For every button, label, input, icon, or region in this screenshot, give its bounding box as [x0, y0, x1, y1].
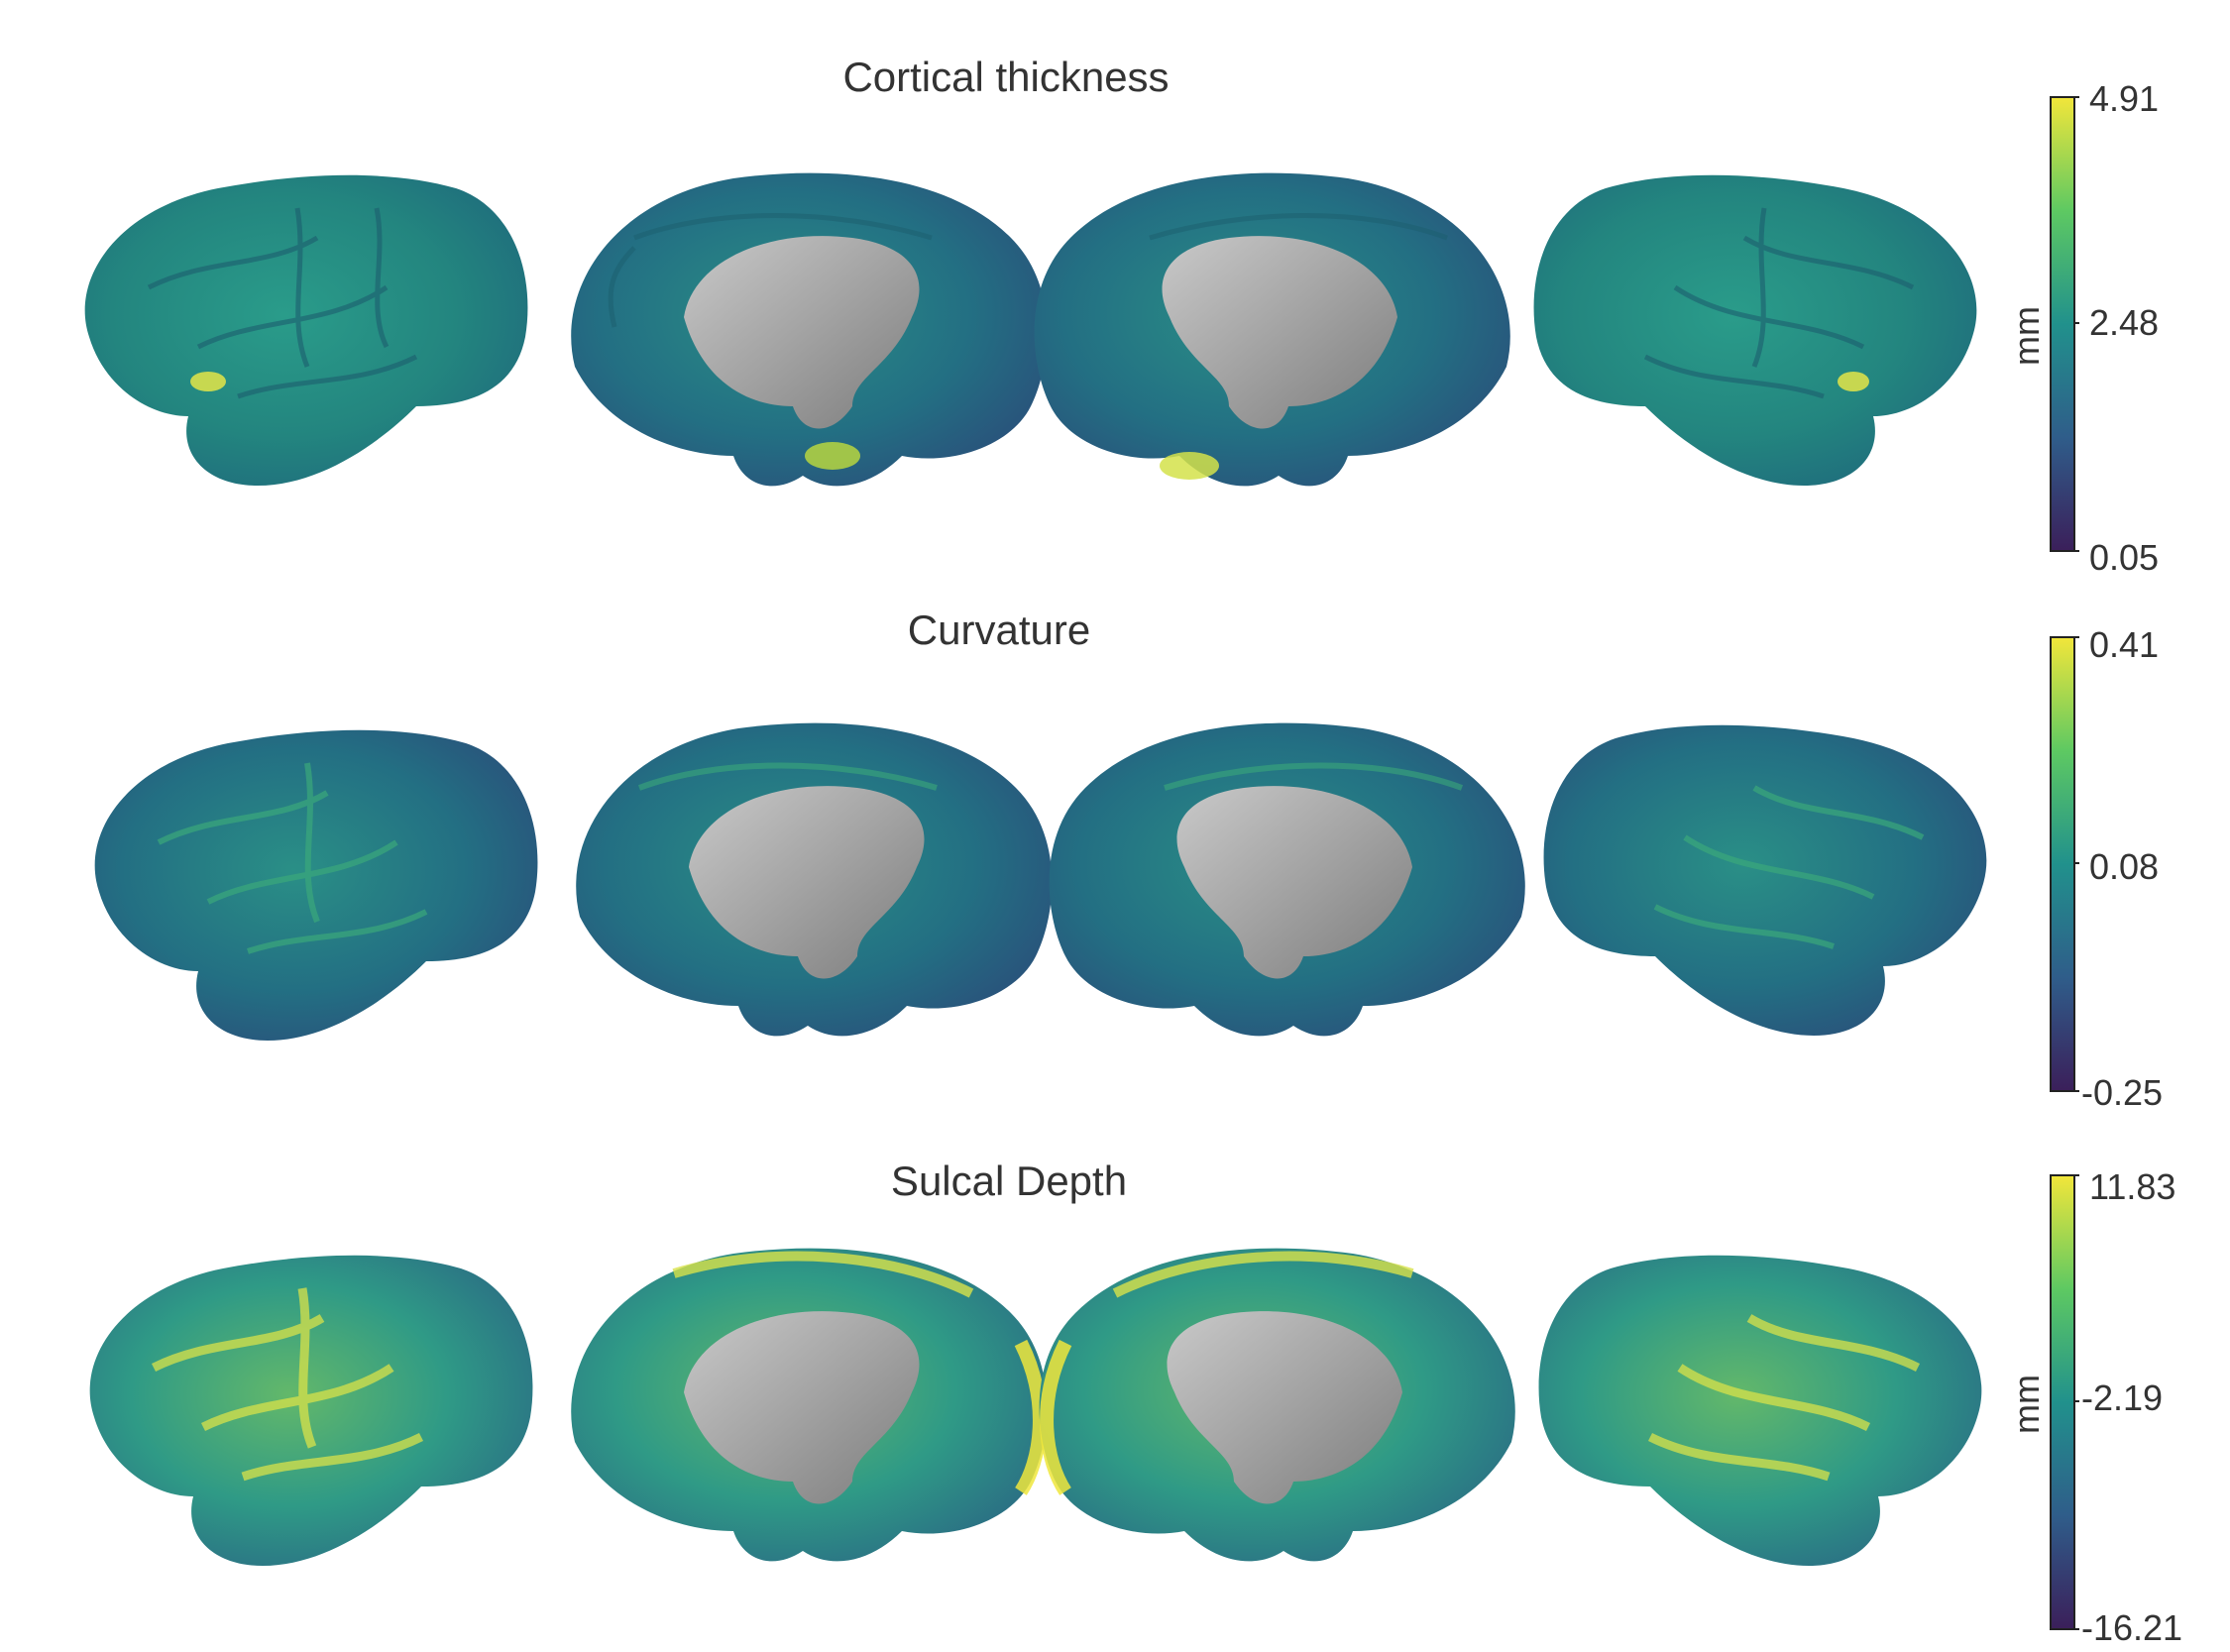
medial-left-hemisphere: [571, 1248, 1048, 1562]
panel-title: Curvature: [907, 606, 1091, 653]
colorbar-min-label: -0.25: [2081, 1072, 2164, 1113]
lateral-right-hemisphere: [1538, 1255, 1982, 1566]
colorbar-unit-label: mm: [2005, 1375, 2047, 1434]
colorbar-min-label: -16.21: [2081, 1607, 2183, 1648]
colorbar-mid-label: -2.19: [2081, 1377, 2164, 1418]
lateral-left-hemisphere: [94, 729, 538, 1041]
medial-left-hemisphere: [576, 722, 1053, 1037]
lateral-right-hemisphere: [1543, 724, 1987, 1036]
brain-views: [89, 1248, 1982, 1566]
colorbar-mid-label: 2.48: [2089, 302, 2160, 343]
medial-right-hemisphere: [1034, 172, 1510, 487]
panel-title: Sulcal Depth: [890, 1157, 1128, 1204]
panel-cortical-thickness: Cortical thickness: [0, 0, 2230, 555]
panel-sulcal-depth: Sulcal Depth: [0, 1105, 2230, 1652]
panel-title: Cortical thickness: [842, 54, 1170, 100]
colorbar-max-label: 4.91: [2089, 78, 2160, 119]
lateral-right-hemisphere: [1533, 174, 1977, 486]
colorbar-gradient: [2050, 1174, 2081, 1630]
colorbar-sulcal-depth: [2050, 1174, 2081, 1630]
colorbar-curvature: [2050, 636, 2081, 1092]
colorbar-mid-label: 0.08: [2089, 846, 2160, 887]
lateral-left-hemisphere: [89, 1255, 533, 1566]
colorbar-max-label: 0.41: [2089, 624, 2160, 665]
brain-views: [94, 722, 1987, 1041]
medial-left-hemisphere: [571, 172, 1048, 487]
medial-right-hemisphere: [1039, 1248, 1515, 1562]
lateral-left-hemisphere: [84, 174, 528, 486]
colorbar-unit-label: mm: [2005, 306, 2047, 366]
colorbar-max-label: 11.83: [2089, 1166, 2176, 1207]
medial-right-hemisphere: [1049, 722, 1525, 1037]
colorbar-cortical-thickness: [2050, 96, 2081, 552]
panel-curvature: Curvature: [0, 555, 2230, 1105]
colorbar-min-label: 0.05: [2089, 537, 2160, 578]
brain-views: [84, 172, 1977, 487]
colorbar-gradient: [2050, 96, 2081, 552]
colorbar-gradient: [2050, 636, 2081, 1092]
